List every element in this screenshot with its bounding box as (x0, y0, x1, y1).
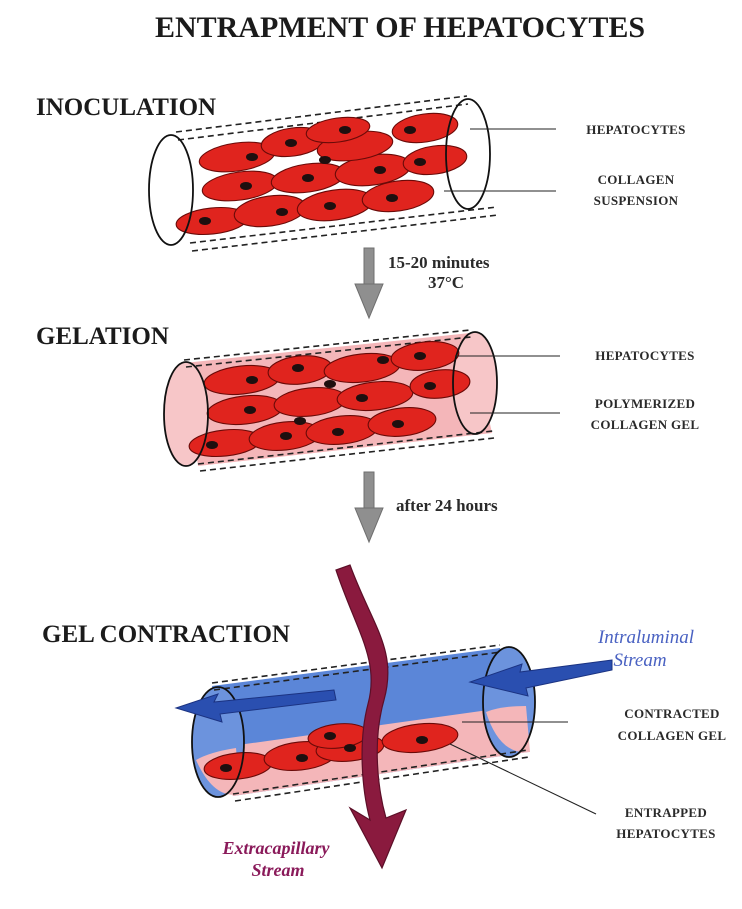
hepatocyte-nucleus (392, 420, 404, 428)
step-arrow-1-head (355, 284, 383, 318)
hepatocyte-nucleus (374, 166, 386, 174)
stage-title-gelation: GELATION (36, 323, 169, 350)
gelation-label-collagen-gel: COLLAGEN GEL (591, 417, 700, 432)
intraluminal-stream-label-line1: Intraluminal (597, 627, 694, 648)
diagram-title: ENTRAPMENT OF HEPATOCYTES (155, 11, 645, 44)
hepatocyte-nucleus (356, 394, 368, 402)
inoculation-label-collagen: COLLAGEN (598, 172, 675, 187)
step-arrow-1-shaft (364, 248, 374, 286)
step-arrow-2-shaft (364, 472, 374, 510)
contraction-leader-hepatocytes (450, 744, 596, 814)
hepatocyte-nucleus (244, 406, 256, 414)
intraluminal-stream-label-line2: Stream (613, 650, 666, 671)
hepatocyte-nucleus (404, 126, 416, 134)
hepatocyte-nucleus (276, 208, 288, 216)
hepatocyte-nucleus (285, 139, 297, 147)
gelation-label-hepatocytes: HEPATOCYTES (595, 348, 694, 363)
step-arrow-2-head (355, 508, 383, 542)
hepatocyte-nucleus (294, 417, 306, 425)
step-2-duration: after 24 hours (396, 496, 498, 515)
contraction-label-contracted: CONTRACTED (624, 706, 719, 721)
stage-title-inoculation: INOCULATION (36, 94, 216, 121)
hepatocyte-nucleus (324, 202, 336, 210)
hepatocyte-nucleus (332, 428, 344, 436)
hepatocyte-nucleus (416, 736, 428, 744)
hepatocyte-nucleus (324, 732, 336, 740)
step-arrow-1 (355, 248, 383, 318)
hepatocyte-nucleus (386, 194, 398, 202)
hepatocyte-nucleus (280, 432, 292, 440)
hepatocyte-nucleus (414, 158, 426, 166)
contraction-label-entrapped: ENTRAPPED (625, 805, 707, 820)
gelation-label-polymerized: POLYMERIZED (595, 396, 695, 411)
hepatocyte-nucleus (199, 217, 211, 225)
inoculation-label-suspension: SUSPENSION (594, 193, 679, 208)
stage-title-gel-contraction: GEL CONTRACTION (42, 621, 290, 648)
hepatocyte-nucleus (302, 174, 314, 182)
hepatocyte-nucleus (344, 744, 356, 752)
step-1-time: 15-20 minutes (388, 253, 490, 272)
step-1-temperature: 37°C (428, 273, 464, 292)
hepatocyte-nucleus (296, 754, 308, 762)
hepatocyte-nucleus (240, 182, 252, 190)
hepatocyte-nucleus (220, 764, 232, 772)
hepatocyte-nucleus (246, 153, 258, 161)
hepatocyte-nucleus (206, 441, 218, 449)
contraction-label-hepatocytes: HEPATOCYTES (616, 826, 715, 841)
extracapillary-stream-label-line2: Stream (251, 860, 304, 880)
hepatocyte-nucleus (339, 126, 351, 134)
hepatocyte-nucleus (424, 382, 436, 390)
extracapillary-stream-label-line1: Extracapillary (222, 838, 331, 858)
inoculation-label-hepatocytes: HEPATOCYTES (586, 122, 685, 137)
hepatocyte-nucleus (324, 380, 336, 388)
hepatocyte-nucleus (292, 364, 304, 372)
hepatocyte-nucleus (246, 376, 258, 384)
hepatocyte-nucleus (377, 356, 389, 364)
contraction-label-collagen-gel: COLLAGEN GEL (618, 728, 727, 743)
hepatocyte-nucleus (319, 156, 331, 164)
gelation-tube (164, 330, 497, 471)
step-arrow-2 (355, 472, 383, 542)
hepatocyte-nucleus (414, 352, 426, 360)
